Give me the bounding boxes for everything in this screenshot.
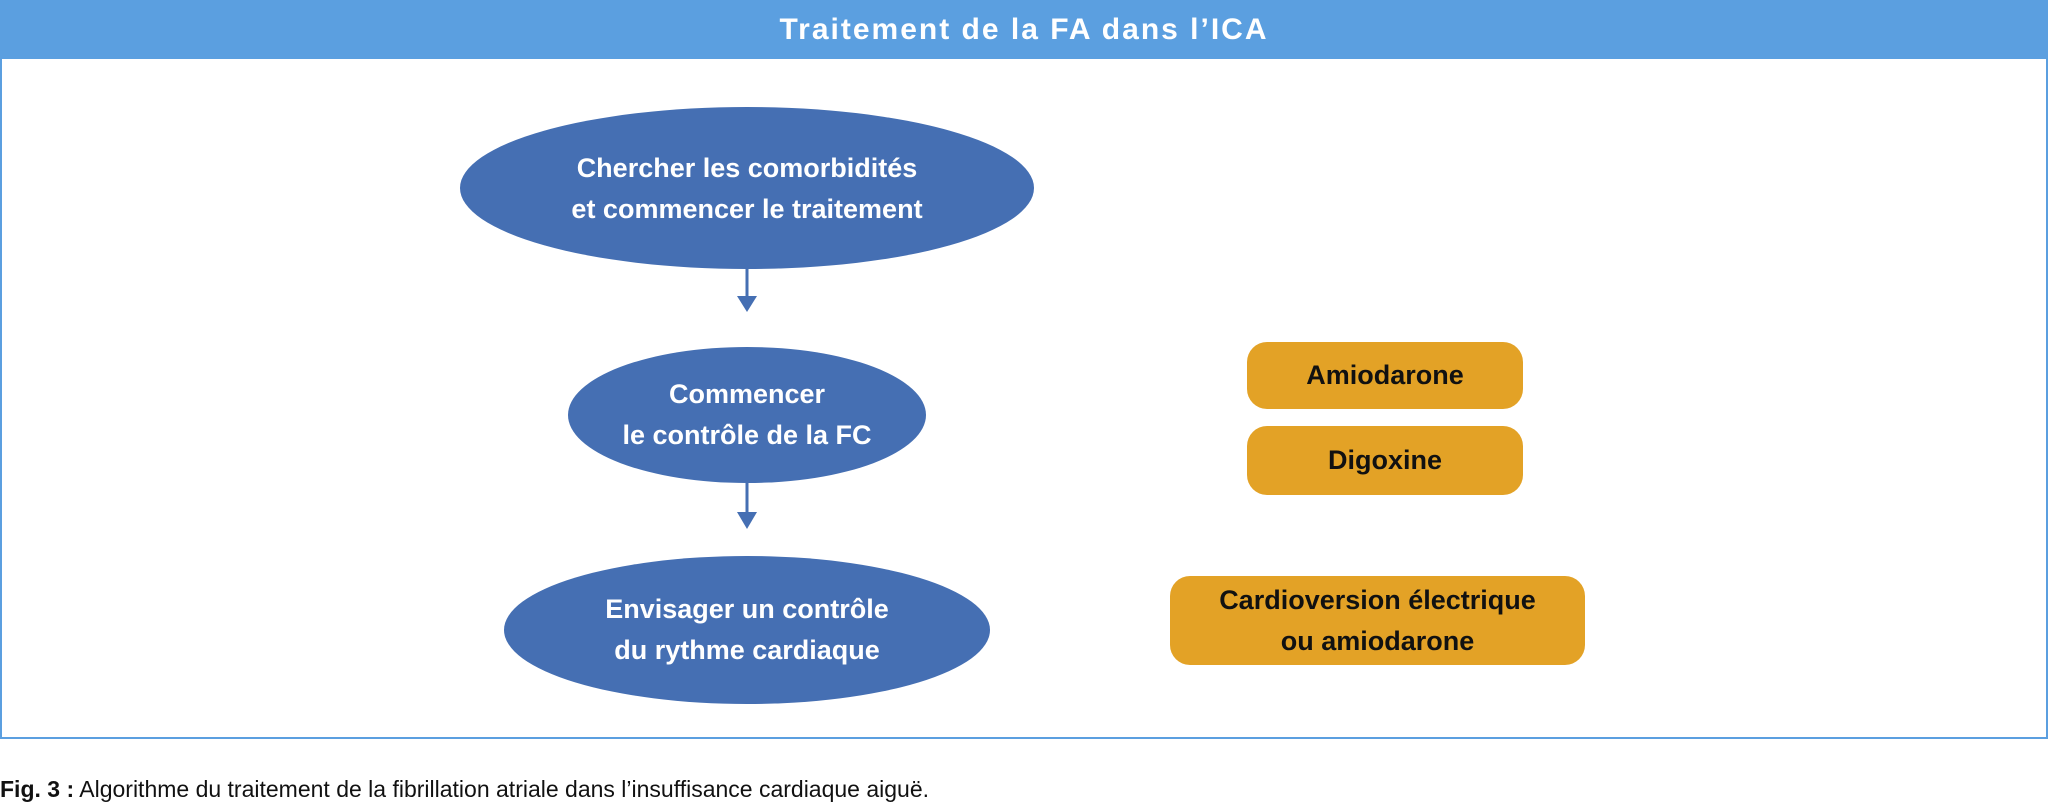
arrow-head-1 xyxy=(737,296,757,312)
cardioversion-line1: Cardioversion électrique xyxy=(1219,584,1536,615)
arrow-head-2 xyxy=(737,512,757,529)
figure-caption: Fig. 3 : Algorithme du traitement de la … xyxy=(0,776,929,803)
step1-ellipse xyxy=(460,107,1034,269)
step1-line2: et commencer le traitement xyxy=(571,194,923,224)
step3-ellipse xyxy=(504,556,990,704)
caption-label: Fig. 3 : xyxy=(0,776,75,802)
caption-text: Algorithme du traitement de la fibrillat… xyxy=(74,776,930,802)
step3-text: Envisager un contrôle du rythme cardiaqu… xyxy=(504,589,990,671)
step3-line1: Envisager un contrôle xyxy=(605,594,889,624)
amiodarone-box: Amiodarone xyxy=(1247,342,1523,409)
figure-title: Traitement de la FA dans l’ICA xyxy=(0,0,2048,59)
digoxine-box: Digoxine xyxy=(1247,426,1523,495)
step2-line2: le contrôle de la FC xyxy=(622,420,872,450)
step2-ellipse xyxy=(568,347,926,483)
cardioversion-box: Cardioversion électrique ou amiodarone xyxy=(1170,576,1585,665)
step2-text: Commencer le contrôle de la FC xyxy=(568,374,926,456)
step2-line1: Commencer xyxy=(668,379,826,409)
step1-line1: Chercher les comorbidités xyxy=(576,153,918,183)
cardioversion-line2: ou amiodarone xyxy=(1280,625,1475,656)
step3-line2: du rythme cardiaque xyxy=(614,635,880,665)
step1-text: Chercher les comorbidités et commencer l… xyxy=(460,148,1034,230)
